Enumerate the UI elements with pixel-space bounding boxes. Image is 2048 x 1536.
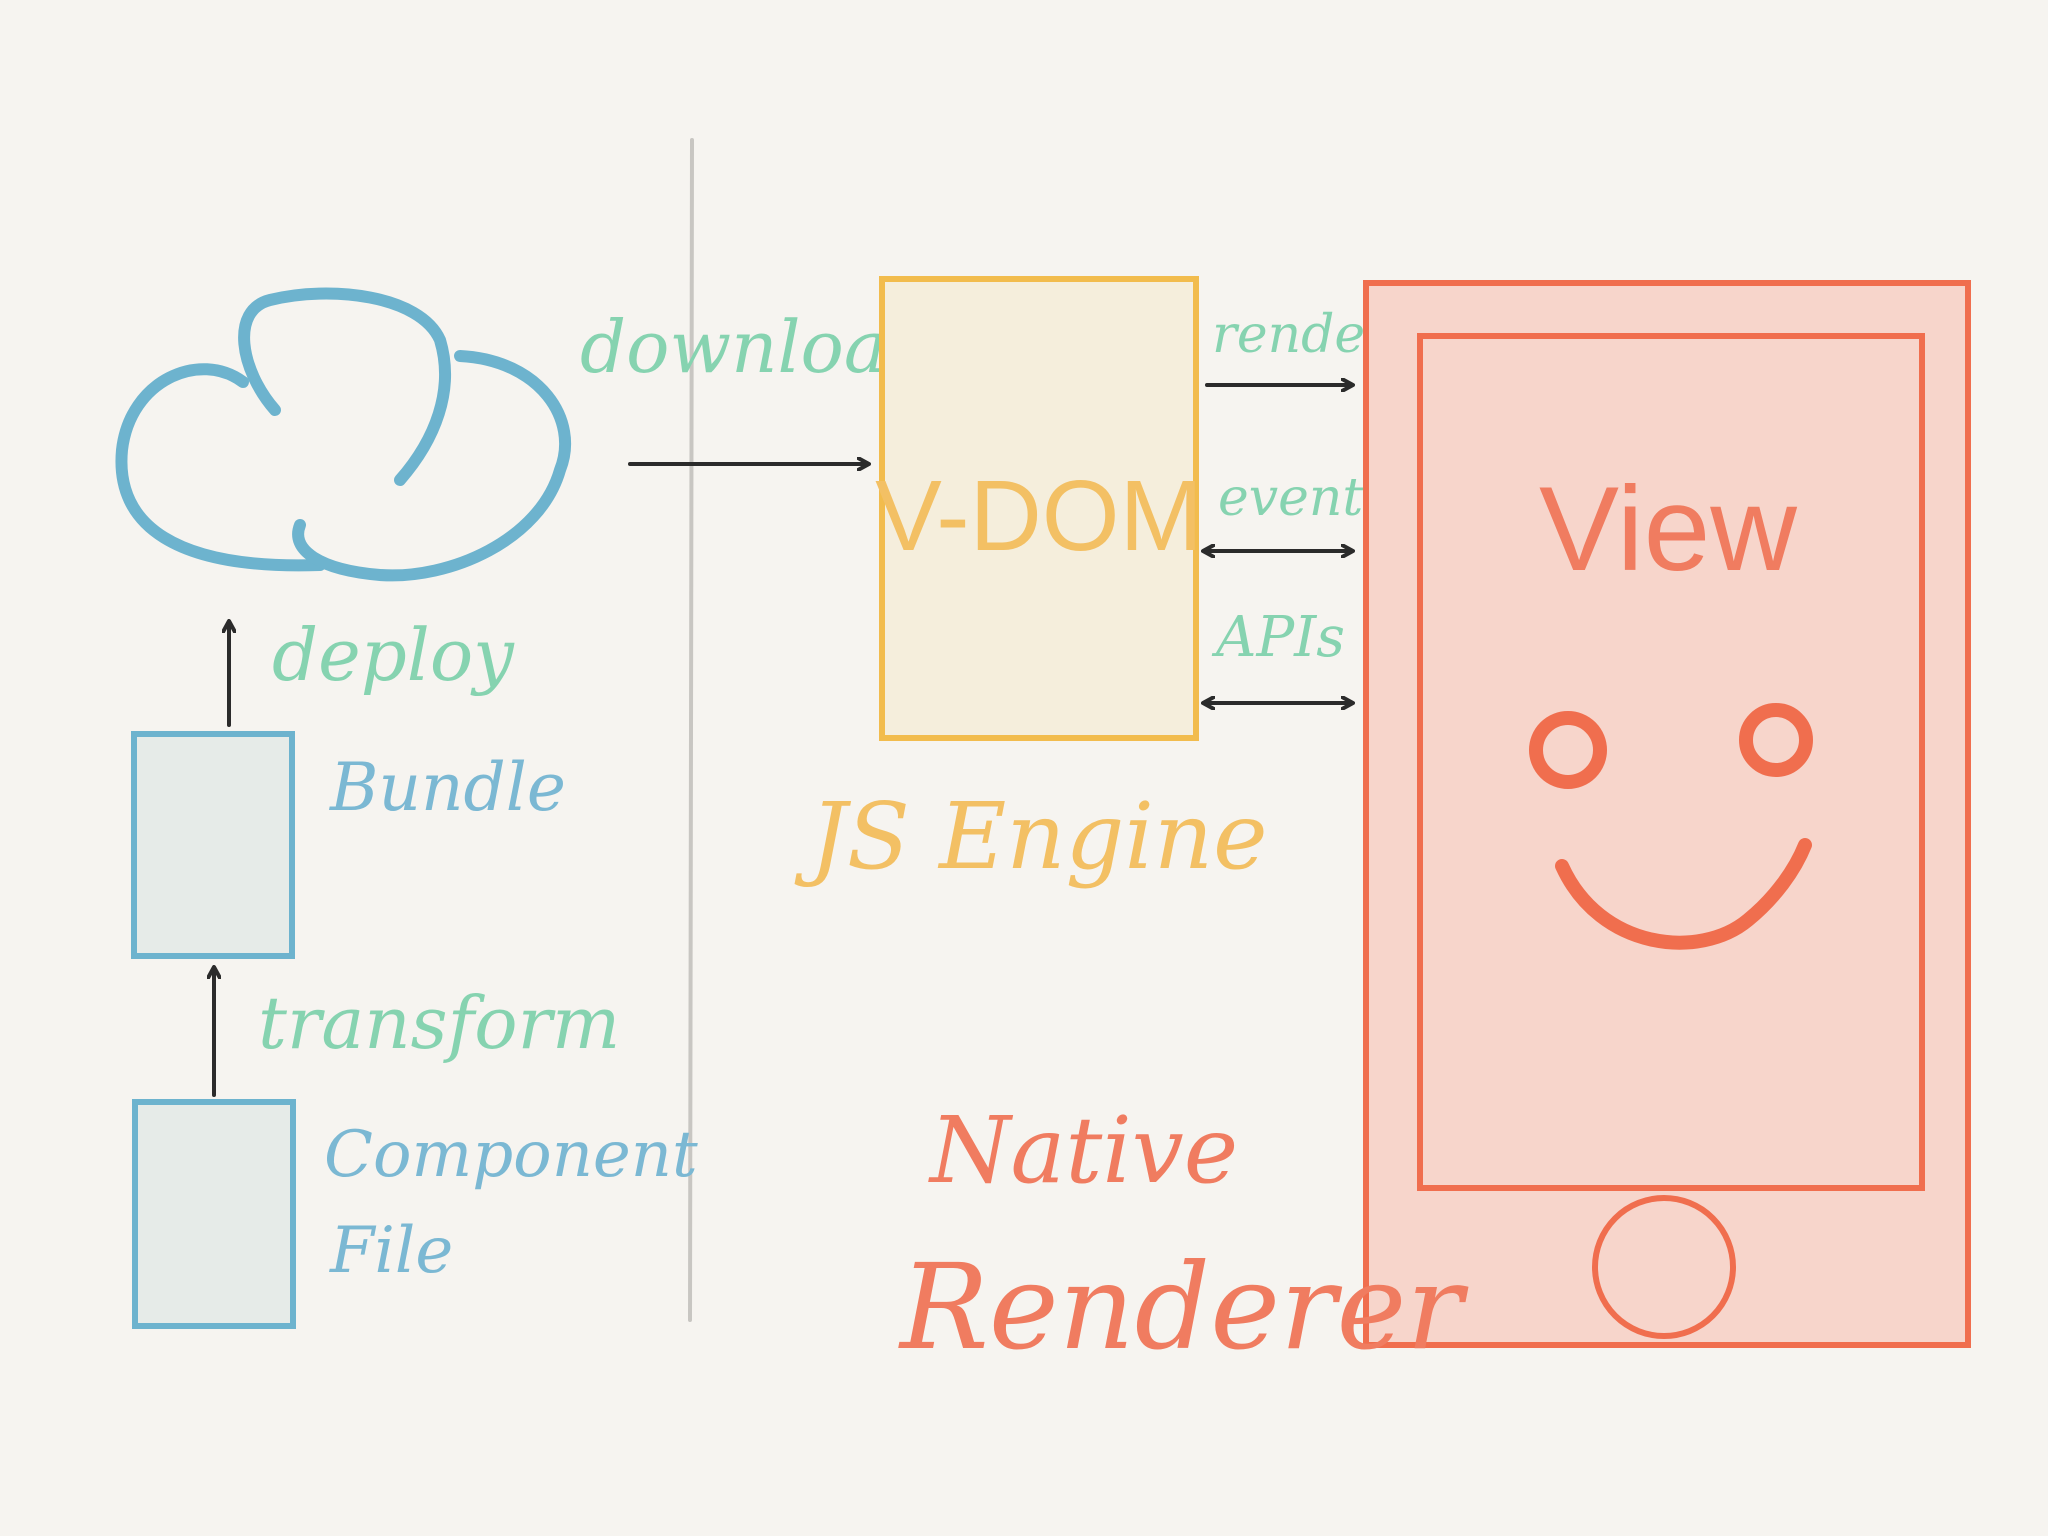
transform-label: transform [258,981,620,1065]
phone-icon [1363,280,1971,1348]
component-file-box [132,1099,296,1329]
render-label: render [1212,305,1393,365]
cloud-icon [115,287,571,582]
file-label: File [329,1214,453,1288]
renderer-label: Renderer [898,1238,1469,1376]
bundle-box [131,731,295,959]
bundle-label: Bundle [329,749,566,826]
vdom-box [879,276,1199,741]
left-eye [1529,711,1607,789]
view-label: View [1539,462,1797,596]
home-button-icon [1592,1195,1736,1339]
native-label: Native [928,1097,1238,1204]
event-label: event [1218,468,1363,528]
phone-screen [1417,333,1925,1191]
download-label: download [580,305,933,389]
vdom-label: V-DOM [875,460,1203,572]
js-engine-label: JS Engine [794,783,1268,890]
divider-line [688,138,694,1322]
apis-label: APIs [1211,605,1345,670]
component-label: Component [324,1118,698,1192]
right-eye [1739,703,1813,777]
smiley-face-icon [1529,703,1813,950]
smile [1555,838,1812,950]
deploy-label: deploy [272,613,515,697]
